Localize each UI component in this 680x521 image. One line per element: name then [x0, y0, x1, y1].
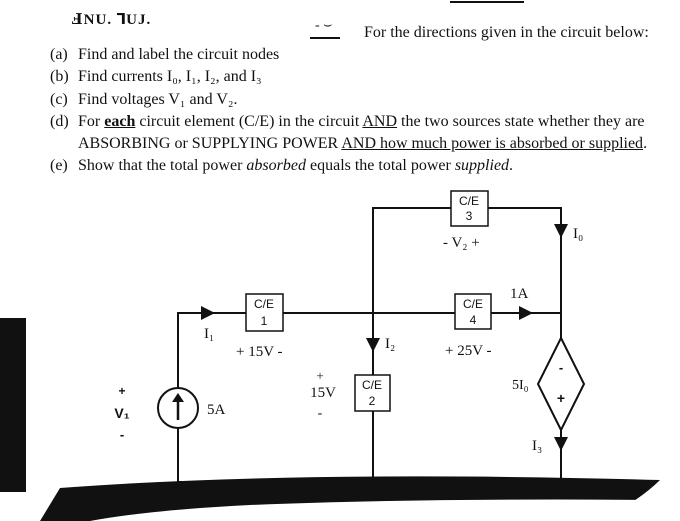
item-text: Find and label the circuit nodes: [78, 46, 280, 63]
wire-top-right: [488, 207, 562, 338]
item-text-mid: circuit element (C/E) in the circuit: [135, 113, 363, 130]
item-text-each: each: [104, 113, 136, 130]
current-source-label: 5A: [207, 402, 226, 418]
left-shadow: [0, 318, 26, 492]
ce3-voltage: - V₂ +: [443, 235, 480, 251]
bottom-shadow: [40, 476, 660, 521]
item-text-pre: ABSORBING or SUPPLYING POWER: [78, 135, 342, 152]
current-source-arrow-icon: [172, 393, 184, 402]
directions-text: For the directions given in the circuit …: [364, 24, 649, 41]
one-amp-arrow-icon: [519, 306, 533, 320]
current-source: [157, 387, 199, 429]
item-label: (c): [50, 91, 68, 108]
item-d: (d) For each circuit element (C/E) in the…: [50, 112, 645, 132]
v1-minus: -: [120, 427, 124, 442]
item-d-cont: ABSORBING or SUPPLYING POWER AND how muc…: [78, 134, 647, 154]
ce2-number: 2: [369, 394, 376, 408]
problem-number: ℲNU. ⅂UJ.: [72, 12, 152, 28]
i2-label: I₂: [385, 336, 395, 352]
item-label: (b): [50, 68, 69, 85]
item-text-pre: Show that the total power: [78, 157, 247, 174]
item-text-post: .: [643, 135, 648, 152]
ce2-box: C/E 2: [354, 374, 391, 412]
item-label: (a): [50, 46, 68, 63]
ce1-voltage: + 15V -: [236, 344, 283, 360]
ce3-box: C/E 3: [450, 190, 489, 227]
item-text: Find currents I₀, I₁, I₂, and I₃: [78, 68, 262, 85]
item-text: Find voltages V₁ and V₂.: [78, 91, 238, 108]
dep-source-minus: -: [559, 360, 563, 375]
header-prefix: - ⌣: [315, 18, 333, 33]
ce1-number: 1: [261, 314, 268, 328]
one-amp-label: 1A: [510, 286, 529, 302]
ce3-label: C/E: [459, 194, 479, 208]
item-label: (d): [50, 113, 69, 130]
i1-label: I₁: [204, 326, 214, 342]
i1-arrow-icon: [201, 306, 215, 320]
i3-label: I₃: [532, 438, 542, 454]
dep-source-label: 5I₀: [512, 378, 529, 393]
ce3-number: 3: [466, 209, 473, 223]
i0-label: I₀: [573, 226, 583, 242]
item-text-post: .: [509, 157, 514, 174]
ce2-voltage: 15V: [310, 385, 336, 401]
v1-label: V₁: [114, 405, 129, 421]
item-label: (e): [50, 157, 68, 174]
ce2-label: C/E: [362, 378, 382, 392]
right-edge: [600, 110, 680, 521]
i3-arrow-icon: [554, 437, 568, 451]
v1-plus: +: [118, 384, 125, 398]
i0-arrow-icon: [554, 224, 568, 238]
ce1-label: C/E: [254, 297, 274, 311]
dependent-source: [536, 335, 586, 433]
ce4-number: 4: [470, 313, 477, 327]
item-text-supplied: supplied: [454, 157, 510, 174]
ce2-minus: -: [318, 406, 323, 421]
ce2-plus: +: [316, 368, 323, 383]
item-text-post: the two sources state whether they are: [397, 113, 645, 130]
item-text-and: AND: [362, 113, 398, 130]
dep-source-plus: +: [557, 390, 565, 406]
item-text-absorbed: absorbed: [246, 157, 306, 174]
item-a: (a) Find and label the circuit nodes: [50, 45, 279, 65]
wire-left: [177, 312, 246, 388]
ce1-box: C/E 1: [245, 293, 284, 332]
i2-arrow-icon: [366, 338, 380, 352]
ce4-box: C/E 4: [454, 293, 492, 330]
item-e: (e) Show that the total power absorbed eq…: [50, 156, 513, 176]
item-text-pre: For: [78, 113, 105, 130]
item-c: (c) Find voltages V₁ and V₂.: [50, 90, 237, 110]
ce4-label: C/E: [463, 297, 483, 311]
item-text-underlined: AND how much power is absorbed or suppli…: [341, 135, 644, 152]
ce4-voltage: + 25V -: [445, 343, 492, 359]
item-b: (b) Find currents I₀, I₁, I₂, and I₃: [50, 67, 262, 87]
item-text-mid: equals the total power: [305, 157, 455, 174]
